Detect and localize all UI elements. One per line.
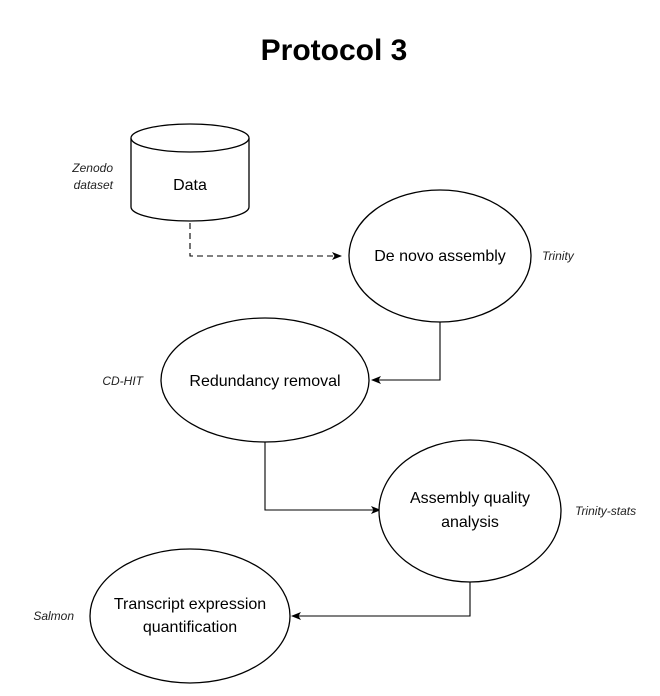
data-cylinder-body <box>130 138 250 222</box>
tool-label-zenodo: Zenodo <box>71 161 113 175</box>
node-data: Data <box>130 123 250 222</box>
tool-label-trinity-stats: Trinity-stats <box>575 504 636 518</box>
node-quantification-label-line1: Transcript expression <box>114 596 266 613</box>
node-assembly-label: De novo assembly <box>374 248 506 265</box>
edge-redundancy-to-quality <box>264 442 381 514</box>
edge-quality-to-quantification <box>291 582 471 620</box>
assembly-ellipse <box>348 189 532 323</box>
node-quality-label-line1: Assembly quality <box>410 490 530 507</box>
quantification-ellipse <box>89 548 291 684</box>
node-quality: Assembly quality analysis <box>378 439 562 583</box>
node-data-label: Data <box>173 177 207 194</box>
node-redundancy-label: Redundancy removal <box>189 373 340 390</box>
node-redundancy: Redundancy removal <box>160 317 370 443</box>
redundancy-ellipse <box>160 317 370 443</box>
data-cylinder-top <box>130 123 250 153</box>
node-quantification: Transcript expression quantification <box>89 548 291 684</box>
edge-assembly-to-redundancy <box>371 322 441 384</box>
tool-label-trinity: Trinity <box>542 249 575 263</box>
tool-label-salmon: Salmon <box>33 609 74 623</box>
tool-label-cdhit: CD-HIT <box>102 374 144 388</box>
node-assembly: De novo assembly <box>348 189 532 323</box>
diagram-title: Protocol 3 <box>261 34 408 67</box>
quality-ellipse <box>378 439 562 583</box>
tool-label-dataset: dataset <box>74 178 114 192</box>
edge-data-to-assembly <box>189 223 342 260</box>
node-quality-label-line2: analysis <box>441 514 499 531</box>
node-quantification-label-line2: quantification <box>143 619 237 636</box>
